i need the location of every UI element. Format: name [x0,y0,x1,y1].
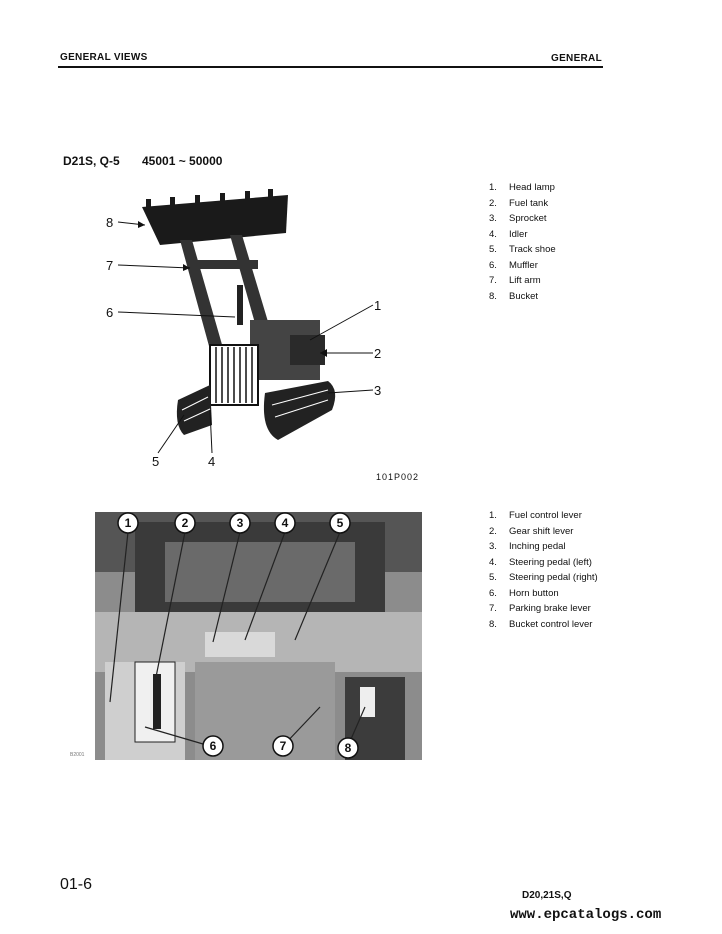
lift-arm-left [180,240,225,357]
legend-item: 3.Inching pedal [489,541,566,552]
fig2-callout-2: 2 [182,516,189,530]
legend-item: 1.Head lamp [489,182,555,193]
fig1-callout-7: 7 [106,258,113,273]
fig2-callout-5: 5 [337,516,344,530]
figure1-legend: 1.Head lamp 2.Fuel tank 3.Sprocket 4.Idl… [489,182,556,306]
muffler-pipe [237,285,243,325]
legend-item: 8.Bucket [489,290,539,302]
fuel-tank-shape [290,335,325,365]
legend-item: 6.Horn button [489,587,559,599]
legend-item: 2.Fuel tank [489,197,549,209]
fig1-callout-4: 4 [208,454,215,469]
page-number: 01-6 [60,876,93,893]
footer-model: D20,21S,Q [522,890,572,901]
fig1-callout-6: 6 [106,305,113,320]
watermark: www.epcatalogs.com [510,907,662,923]
legend-item: 6.Muffler [489,259,538,271]
bucket-teeth [146,189,273,209]
header-left: GENERAL VIEWS [60,52,148,63]
legend-item: 4.Idler [489,228,528,240]
legend-item: 7.Lift arm [489,275,541,286]
legend-item: 7.Parking brake lever [489,603,591,614]
legend-item: 2.Gear shift lever [489,525,574,537]
figure2-code: B2001 [70,752,85,758]
track-left [176,385,212,435]
legend-item: 1.Fuel control lever [489,510,582,521]
fig1-callout-3: 3 [374,383,381,398]
fig1-callout-1: 1 [374,298,381,313]
fig2-callout-6: 6 [210,739,217,753]
header-right: GENERAL [551,53,602,64]
legend-item: 5.Track shoe [489,244,556,255]
legend-item: 4.Steering pedal (left) [489,556,592,568]
fig2-callout-1: 1 [125,516,132,530]
model-name: D21S, Q-5 [63,154,120,168]
fig2-callout-4: 4 [282,516,289,530]
serial-range: 45001 ~ 50000 [142,154,223,168]
fig1-callout-2: 2 [374,346,381,361]
loader-illustration: 8 7 6 1 2 3 4 5 [106,189,381,469]
fig2-callout-3: 3 [237,516,244,530]
operator-compartment-photo: 1 2 3 4 5 6 7 8 [95,512,422,760]
legend-item: 3.Sprocket [489,213,547,224]
figure2-legend: 1.Fuel control lever 2.Gear shift lever … [489,510,598,634]
fig2-callout-7: 7 [280,739,287,753]
legend-item: 8.Bucket control lever [489,618,593,630]
fig1-callout-8: 8 [106,215,113,230]
fig2-callout-8: 8 [345,741,352,755]
header-rule [58,66,603,68]
track-right [263,381,336,440]
bucket-shape [142,195,288,245]
figure1-code: 101P002 [376,472,420,482]
fig1-callout-5: 5 [152,454,159,469]
legend-item: 5.Steering pedal (right) [489,572,598,583]
cross-bar [188,260,258,269]
